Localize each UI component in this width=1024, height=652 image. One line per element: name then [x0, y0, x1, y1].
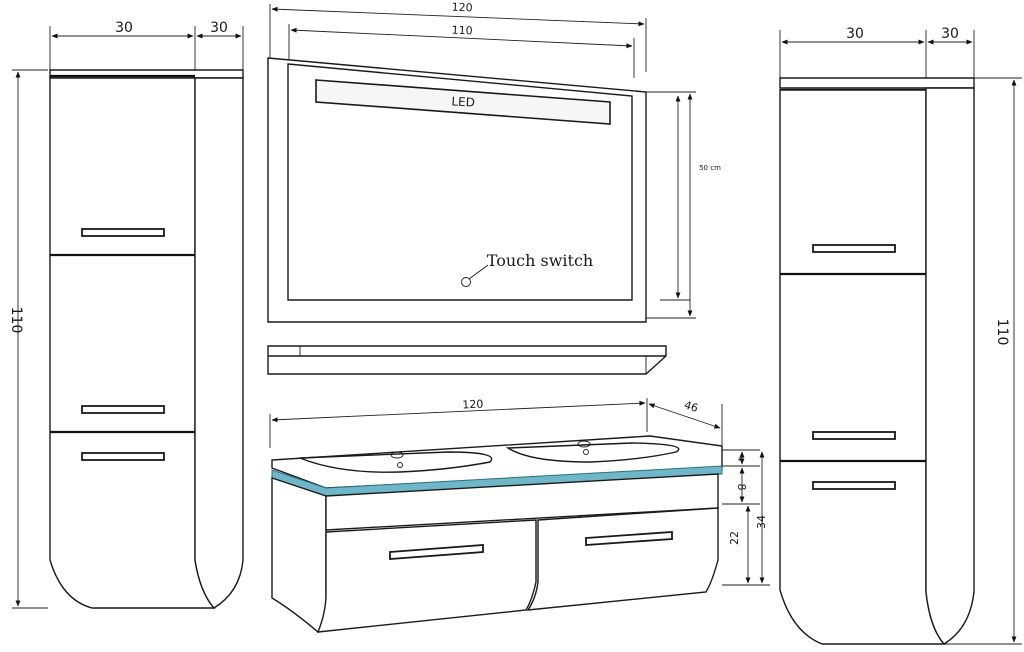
basin-right	[505, 442, 680, 463]
vanity-width-dimension	[271, 400, 646, 423]
faucet-left-icon	[390, 451, 404, 459]
faucet-right-icon	[577, 440, 591, 448]
led-label: LED	[451, 94, 475, 109]
vanity-top-thickness-label: 4	[736, 457, 744, 462]
touch-switch-label: Touch switch	[487, 251, 593, 270]
vanity-depth-dimension	[648, 403, 721, 429]
vanity-drawer-height-label: 22	[728, 531, 741, 545]
vanity-total-height-label: 34	[755, 515, 768, 529]
right-handle-1	[812, 244, 896, 253]
mirror-outer-width-dimension	[271, 6, 645, 27]
left-depth-label: 30	[210, 20, 228, 36]
mirror-inner-width-label: 110	[451, 24, 473, 38]
right-tall-cabinet: 30 30 110	[779, 26, 1022, 645]
left-handle-3	[81, 452, 165, 461]
mirror-glass	[287, 63, 633, 301]
vanity-side-panel	[271, 477, 327, 634]
mirror-inner-width-dimension	[290, 27, 633, 49]
led-strip	[315, 79, 611, 125]
vanity-rail-label: 8	[735, 484, 748, 491]
left-cabinet-front	[49, 77, 216, 609]
vanity-depth-label: 46	[682, 398, 699, 415]
right-cabinet-side	[925, 87, 975, 645]
left-height-label: 110	[8, 307, 24, 334]
touch-switch-icon	[461, 277, 471, 287]
drawer-left-handle	[389, 544, 484, 560]
glass-shelf	[267, 345, 667, 375]
vanity-width-label: 120	[462, 398, 484, 412]
left-handle-1	[81, 228, 165, 237]
mirror-outer-width-label: 120	[451, 1, 473, 15]
mirror-frame	[267, 57, 647, 323]
left-cabinet-side	[194, 77, 244, 609]
left-tall-cabinet: 30 30 110	[8, 20, 244, 609]
right-cabinet-front	[779, 89, 946, 645]
basin-left	[299, 451, 493, 473]
left-handle-2	[81, 405, 165, 414]
right-handle-3	[812, 481, 896, 490]
drawer-right-handle	[585, 531, 673, 546]
right-depth-label: 30	[941, 26, 959, 42]
right-width-label: 30	[846, 26, 864, 42]
drawer-right	[526, 507, 719, 611]
double-vanity: 120 46 4	[269, 398, 770, 634]
right-handle-2	[812, 431, 896, 440]
left-width-label: 30	[115, 20, 133, 36]
led-mirror: 120 110 LED Touch switch 50 cm	[267, 1, 721, 323]
drawer-left	[316, 519, 537, 633]
mirror-height-label: 50 cm	[699, 164, 721, 172]
right-height-label: 110	[994, 319, 1010, 346]
